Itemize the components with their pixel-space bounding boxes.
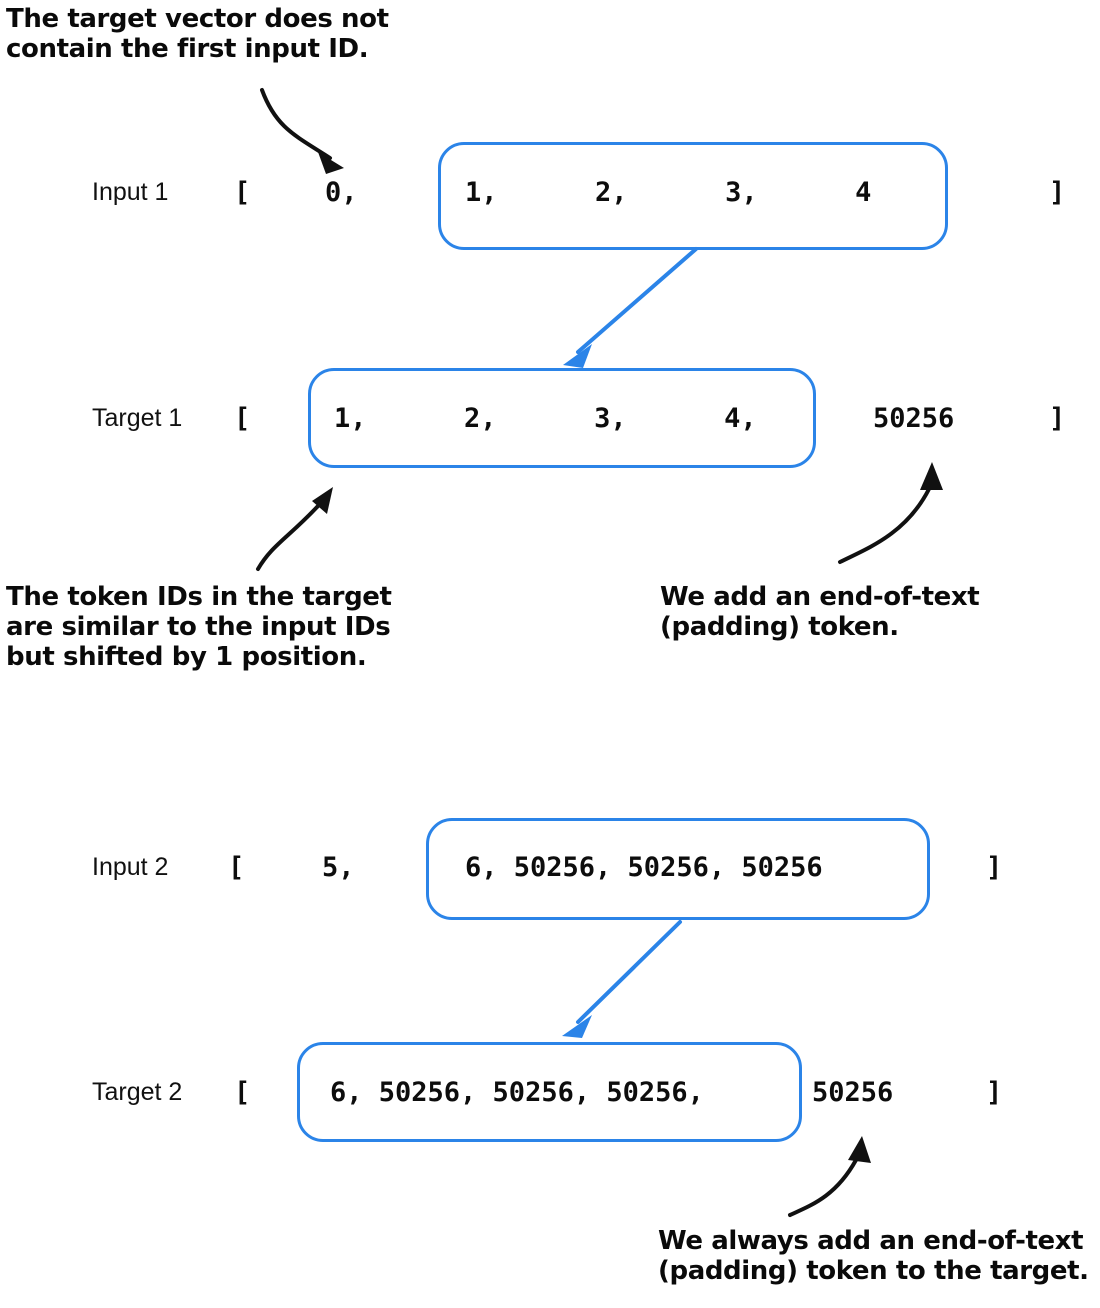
- arrow-input2-to-target2: [562, 920, 682, 1038]
- highlight-box-target1: [308, 368, 816, 468]
- input2-first-token: 5,: [322, 852, 355, 883]
- input1-close-bracket: ]: [1049, 177, 1066, 208]
- highlight-box-target2: [297, 1042, 802, 1142]
- target1-open-bracket: [: [234, 403, 251, 434]
- row-label-input1: Input 1: [92, 178, 169, 206]
- callout-target-missing-first-id: The target vector does not contain the f…: [6, 4, 389, 64]
- arrow-input1-to-target1: [563, 247, 698, 368]
- target1-padding-token: 50256: [873, 403, 955, 434]
- target2-padding-token: 50256: [812, 1077, 894, 1108]
- input2-close-bracket: ]: [986, 852, 1003, 883]
- input2-boxed-tokens: 6, 50256, 50256, 50256: [465, 852, 823, 883]
- target2-boxed-tokens: 6, 50256, 50256, 50256,: [330, 1077, 704, 1108]
- callout-shifted-by-one: The token IDs in the target are similar …: [6, 582, 392, 672]
- target1-boxed-tokens: 1, 2, 3, 4,: [334, 403, 757, 434]
- arrow-padding-callout-to-target1-pad: [838, 462, 943, 564]
- arrow-top-callout-to-first-id: [260, 88, 344, 174]
- row-label-target1: Target 1: [92, 404, 183, 432]
- callout-always-add-eot-token: We always add an end-of-text (padding) t…: [658, 1226, 1089, 1286]
- row-label-input2: Input 2: [92, 853, 169, 881]
- arrow-padding-callout-to-target2-pad: [788, 1136, 871, 1217]
- arrow-shift-callout-to-target1: [256, 487, 333, 571]
- callout-add-eot-token: We add an end-of-text (padding) token.: [660, 582, 980, 642]
- input1-boxed-tokens: 1, 2, 3, 4: [465, 177, 872, 208]
- highlight-box-input2: [426, 818, 930, 920]
- input1-open-bracket: [: [234, 177, 251, 208]
- target2-open-bracket: [: [234, 1077, 251, 1108]
- highlight-box-input1: [438, 142, 948, 250]
- row-label-target2: Target 2: [92, 1078, 183, 1106]
- input2-open-bracket: [: [228, 852, 245, 883]
- target2-close-bracket: ]: [986, 1077, 1003, 1108]
- input1-first-token: 0,: [325, 177, 358, 208]
- target1-close-bracket: ]: [1049, 403, 1066, 434]
